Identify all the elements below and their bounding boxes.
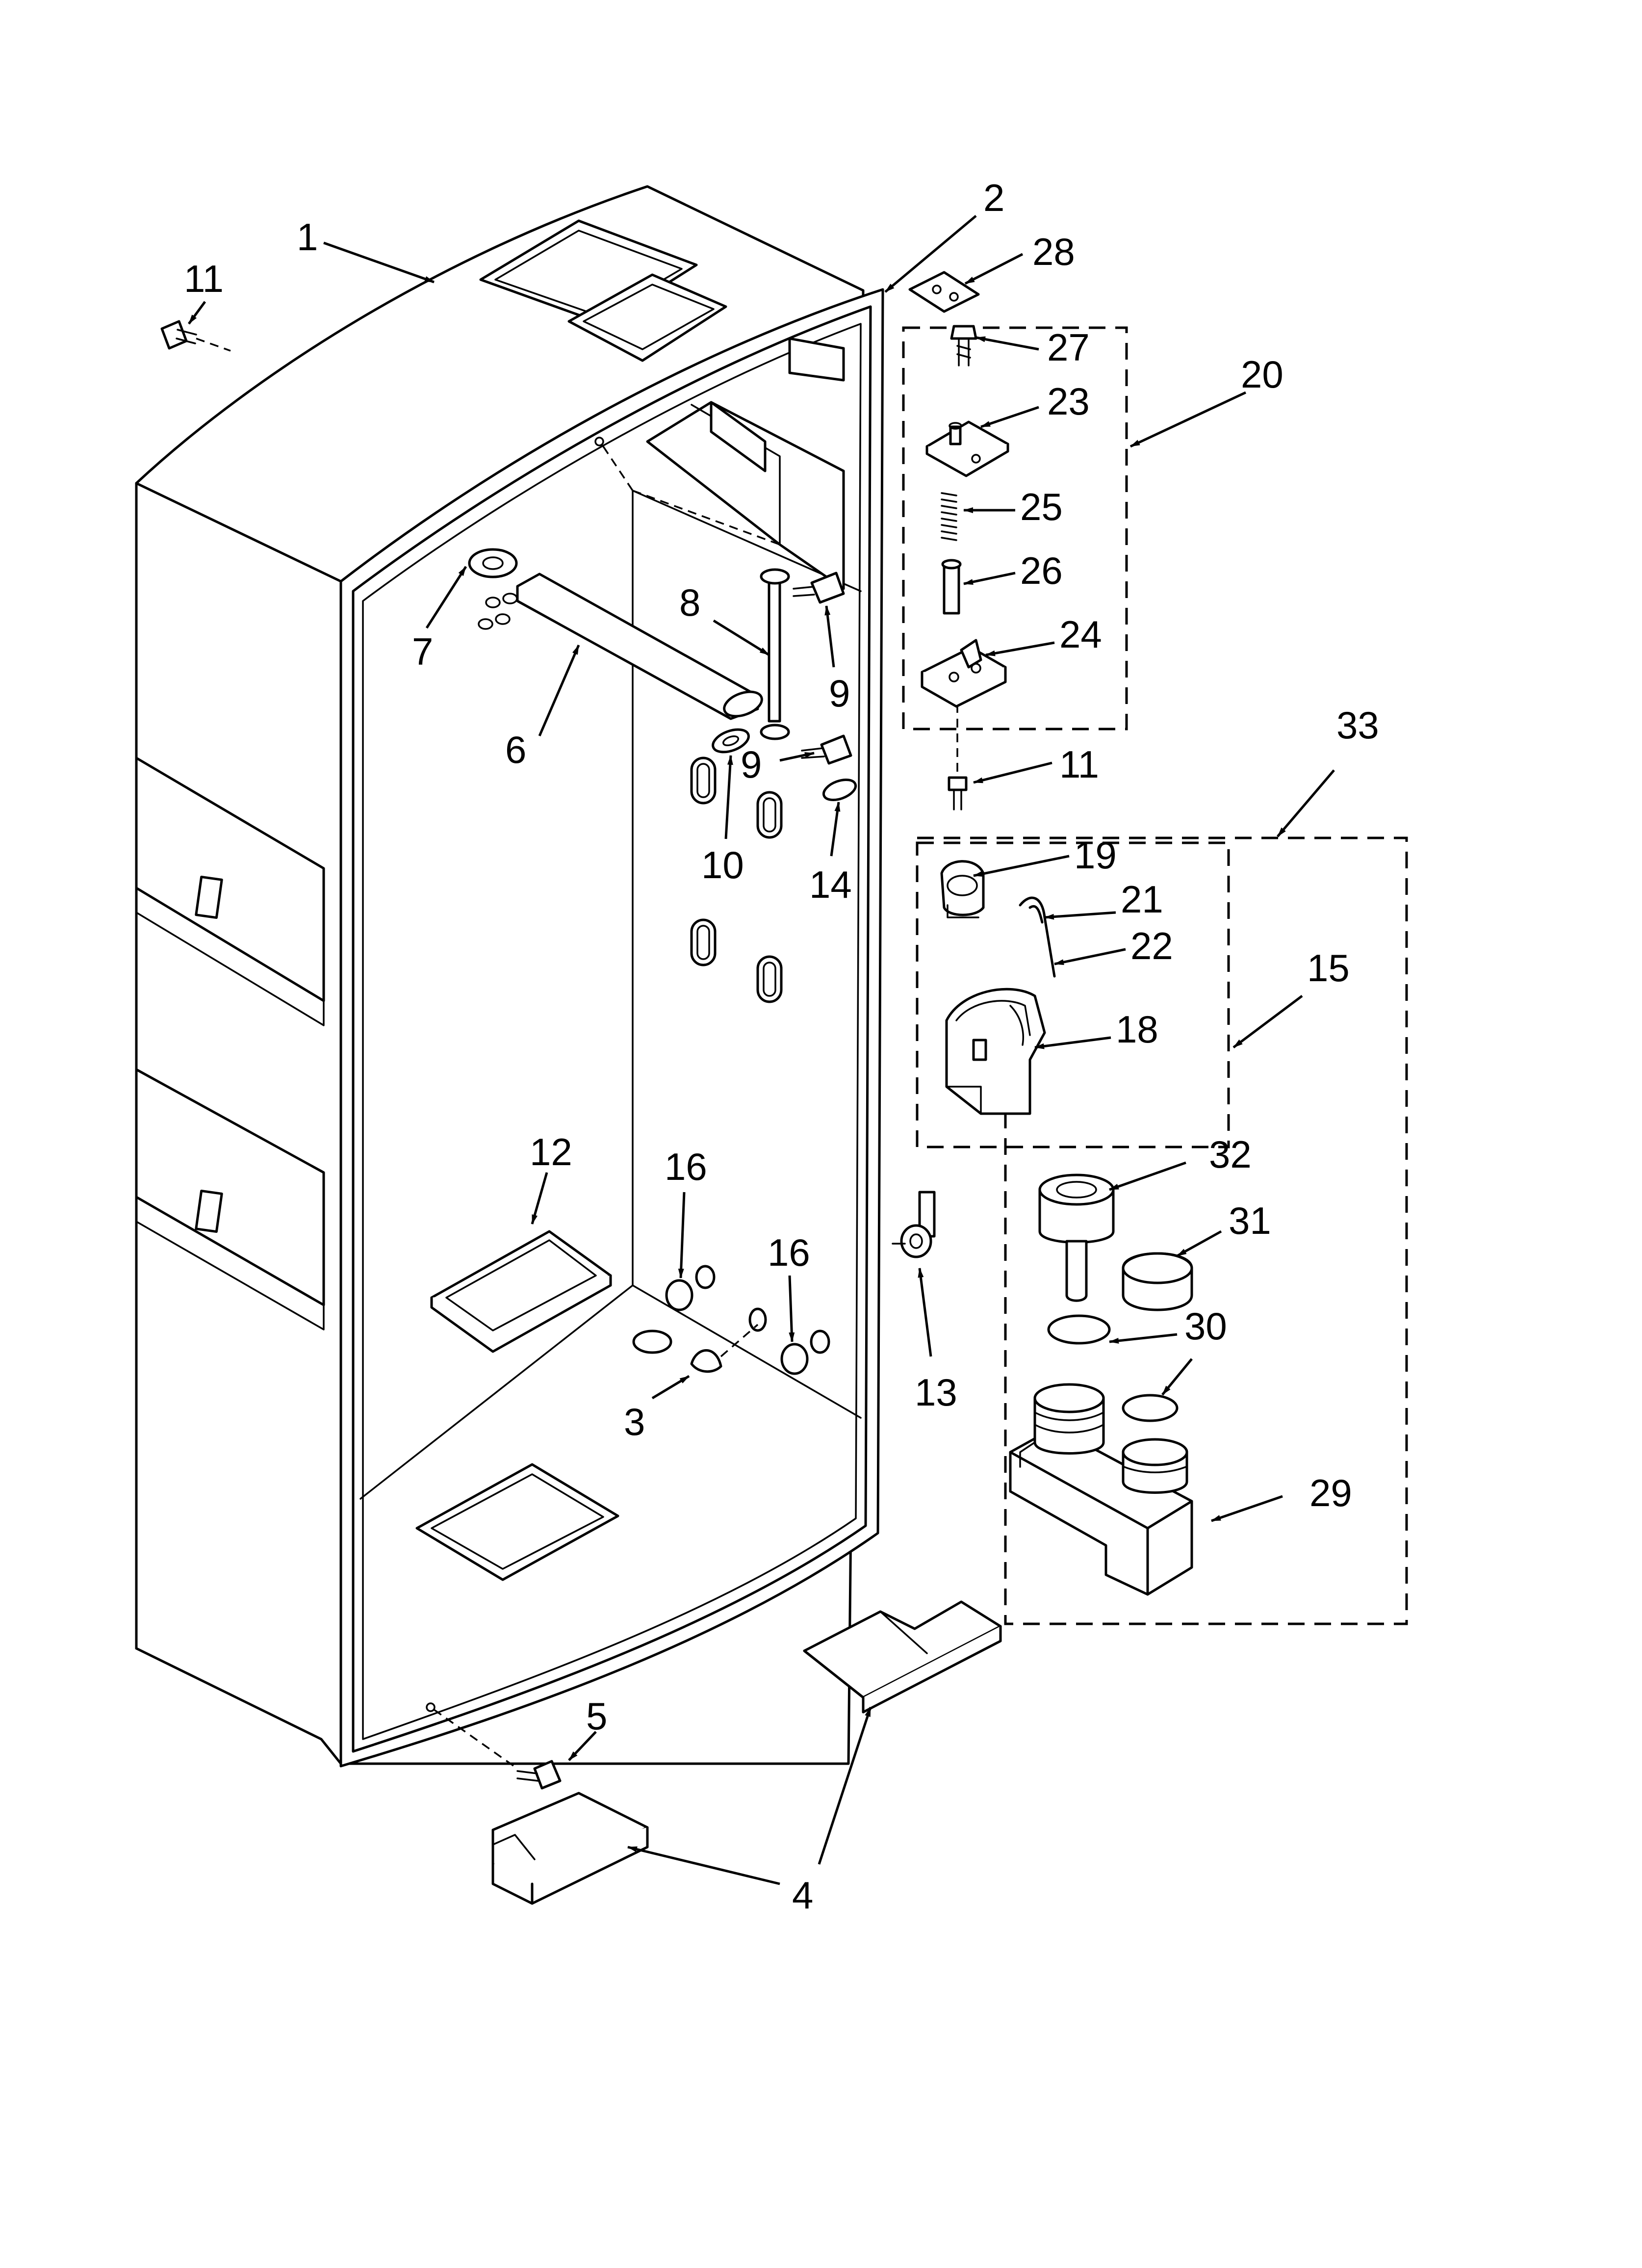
label-part-24: 24 [1059, 613, 1102, 656]
label-part-33: 33 [1336, 704, 1379, 747]
part-labels: 1 2 3 4 5 6 7 8 9 9 10 11 11 12 13 14 15… [184, 176, 1379, 1917]
liner-holes [690, 756, 783, 1003]
label-part-5: 5 [586, 1694, 607, 1738]
part-16-plugs [665, 1265, 830, 1375]
label-part-16a: 16 [665, 1145, 707, 1188]
label-part-25: 25 [1020, 485, 1063, 528]
part-23-bracket [925, 420, 1009, 477]
label-part-13: 13 [915, 1371, 957, 1414]
part-29-reservoir [1009, 1383, 1193, 1596]
label-part-22: 22 [1130, 924, 1173, 967]
label-part-32: 32 [1209, 1133, 1252, 1176]
part-8-rod [760, 568, 790, 740]
part-12-cover [430, 1230, 612, 1353]
label-part-30: 30 [1184, 1304, 1227, 1348]
part-31-cap [1122, 1252, 1193, 1311]
label-part-19: 19 [1074, 834, 1117, 877]
label-part-3: 3 [624, 1400, 645, 1443]
label-part-2: 2 [983, 176, 1004, 219]
part-4-cover-right [803, 1600, 1002, 1714]
label-part-8: 8 [679, 581, 700, 624]
label-part-31: 31 [1229, 1199, 1271, 1242]
label-part-10: 10 [701, 843, 744, 886]
part-14-grommet [822, 778, 857, 802]
part-4-cover-left [491, 1792, 649, 1905]
part-18-housing [945, 988, 1046, 1115]
part-11-screw-bottom [948, 704, 968, 810]
part-7-grommet [468, 548, 518, 630]
label-part-7: 7 [412, 630, 433, 673]
label-part-12: 12 [530, 1130, 572, 1173]
group-33-box [917, 836, 1408, 1625]
label-part-11a: 11 [184, 257, 224, 300]
label-part-29: 29 [1309, 1471, 1352, 1514]
bottom-recess [415, 1463, 619, 1581]
group-15-box [916, 841, 1230, 1148]
label-part-23: 23 [1047, 380, 1090, 423]
part-32-knob [1038, 1173, 1115, 1302]
leader-lines [187, 215, 1335, 1885]
label-part-4: 4 [792, 1874, 813, 1917]
group-20-box [902, 326, 1128, 730]
label-part-18: 18 [1116, 1008, 1158, 1051]
label-part-28: 28 [1032, 230, 1075, 273]
part-30-o-rings [1047, 1314, 1179, 1422]
label-part-20: 20 [1241, 353, 1283, 396]
part-28-plate [908, 271, 980, 313]
part-5-screw [433, 1709, 562, 1790]
part-21-tube [1019, 896, 1056, 978]
label-part-15: 15 [1307, 946, 1350, 990]
cabinet-liner [135, 185, 884, 1768]
label-part-21: 21 [1121, 878, 1163, 921]
label-part-14: 14 [809, 863, 852, 906]
part-24-bracket [921, 639, 1007, 708]
label-part-27: 27 [1047, 326, 1090, 369]
label-part-26: 26 [1020, 549, 1063, 592]
part-3-cap [632, 1307, 767, 1373]
part-19-clip [940, 860, 985, 918]
part-6-tube [516, 573, 763, 720]
part-27-screw [950, 325, 977, 366]
label-part-16b: 16 [768, 1231, 810, 1274]
part-26-pin [941, 559, 962, 615]
label-part-9b: 9 [741, 743, 762, 786]
label-part-11b: 11 [1059, 743, 1099, 786]
label-part-6: 6 [505, 728, 526, 771]
label-part-9a: 9 [829, 672, 850, 715]
part-9-screws [793, 572, 852, 765]
part-11-screw-top [160, 320, 231, 352]
part-13-fitting [892, 1191, 936, 1258]
part-10-clip [712, 728, 750, 754]
part-25-spring [941, 492, 957, 541]
label-part-1: 1 [297, 215, 318, 259]
